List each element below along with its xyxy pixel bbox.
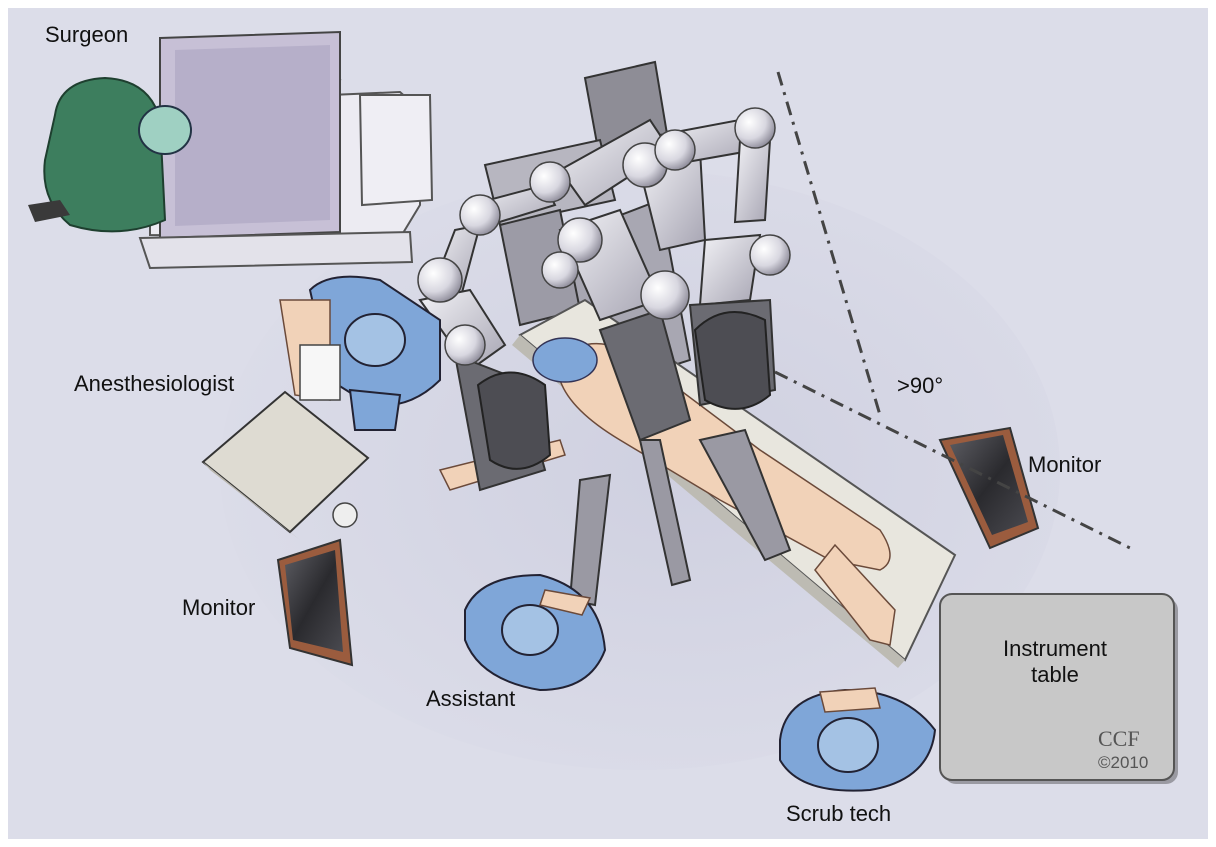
anesthesiologist-label: Anesthesiologist: [74, 371, 235, 396]
ccf-credit-mark: CCF: [1098, 726, 1140, 751]
instrument-table-device: [939, 593, 1178, 784]
monitor-left-label: Monitor: [182, 595, 256, 620]
monitor-right-device: [938, 426, 1040, 550]
surgeon-figure: [28, 76, 192, 233]
robot-joints: [417, 107, 791, 366]
scrub-tech-figure: [779, 687, 937, 792]
assistant-label: Assistant: [426, 686, 516, 711]
anesthesia-cart: [201, 390, 370, 540]
instrument-table-label-line1: Instrument: [1003, 636, 1107, 661]
robot-arm-heads: [476, 311, 772, 470]
ccf-credit-year: ©2010: [1098, 753, 1149, 772]
monitor-right-label: Monitor: [1028, 452, 1102, 477]
instrument-table-label: Instrument table: [990, 636, 1120, 688]
monitor-left-device: [276, 538, 354, 667]
scrub-tech-label: Scrub tech: [786, 801, 892, 826]
anesthesiologist-figure: [279, 275, 441, 431]
angle-label: >90°: [897, 373, 944, 398]
assistant-figure: [464, 573, 607, 692]
surgeon-label: Surgeon: [45, 22, 129, 47]
instrument-table-label-line2: table: [1031, 661, 1079, 687]
surgeon-console: [138, 30, 434, 270]
angle-indicator-lines: [774, 71, 1131, 550]
